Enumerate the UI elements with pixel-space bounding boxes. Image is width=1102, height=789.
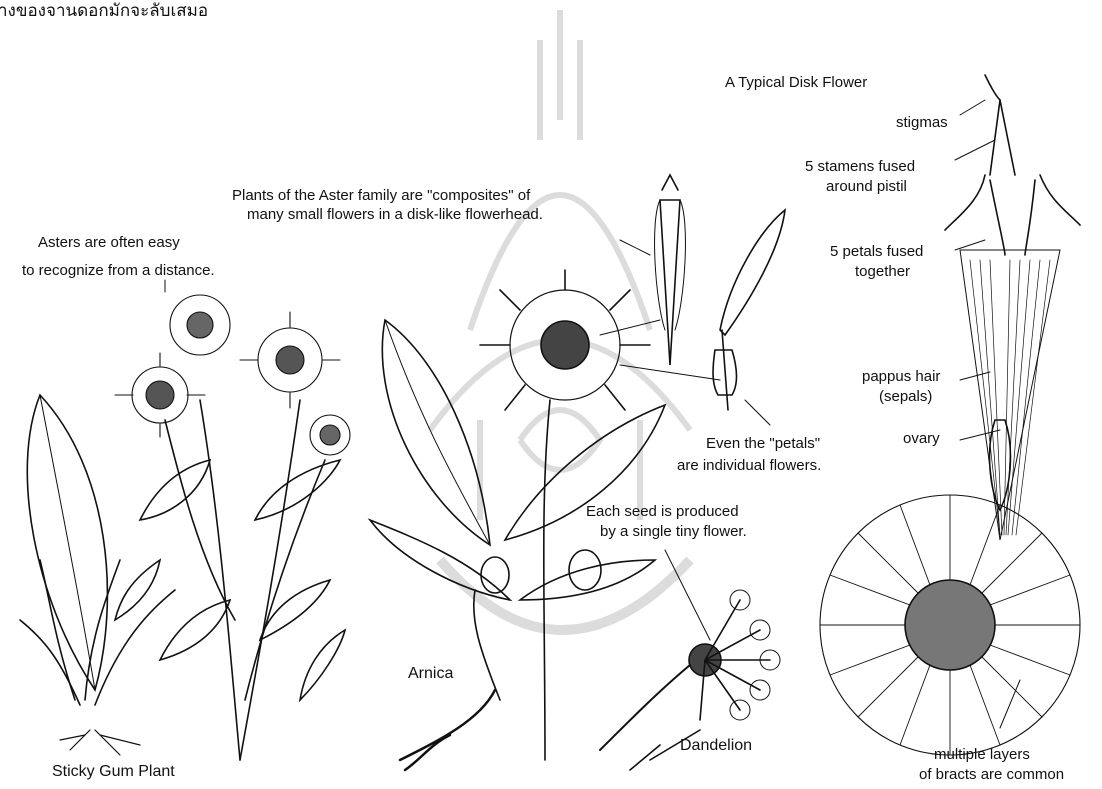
label-petals-line2: are individual flowers. <box>677 457 821 475</box>
disk-floret-small-drawing <box>655 175 686 365</box>
label-composites-line1: Plants of the Aster family are "composit… <box>232 187 530 205</box>
label-stamens-line1: 5 stamens fused <box>805 158 915 176</box>
label-disk-flower-title: A Typical Disk Flower <box>725 74 867 92</box>
label-bracts-line1: multiple layers <box>934 746 1030 764</box>
label-pappus-line1: pappus hair <box>862 368 940 386</box>
label-sticky-gum-plant: Sticky Gum Plant <box>52 763 175 781</box>
label-arnica: Arnica <box>408 665 453 683</box>
bracts-flowerhead-drawing <box>820 495 1080 755</box>
label-pappus-line2: (sepals) <box>879 388 932 406</box>
label-petals-fused-line1: 5 petals fused <box>830 243 923 261</box>
label-asters-line1: Asters are often easy <box>38 234 180 252</box>
label-petals-fused-line2: together <box>855 263 910 281</box>
label-seed-line2: by a single tiny flower. <box>600 523 747 541</box>
header-thai-text: างของจานดอกมักจะลับเสมอ <box>0 2 208 20</box>
typical-disk-flower-drawing <box>945 75 1080 540</box>
label-composites-line2: many small flowers in a disk-like flower… <box>247 206 543 224</box>
label-ovary: ovary <box>903 430 940 448</box>
label-stamens-line2: around pistil <box>826 178 907 196</box>
sticky-gum-plant-drawing <box>20 295 350 760</box>
label-dandelion: Dandelion <box>680 737 752 755</box>
ray-floret-drawing <box>713 210 785 410</box>
label-asters-line2: to recognize from a distance. <box>22 262 215 280</box>
label-petals-line1: Even the "petals" <box>706 435 820 453</box>
label-stigmas: stigmas <box>896 114 948 132</box>
label-bracts-line2: of bracts are common <box>919 766 1064 784</box>
label-seed-line1: Each seed is produced <box>586 503 739 521</box>
